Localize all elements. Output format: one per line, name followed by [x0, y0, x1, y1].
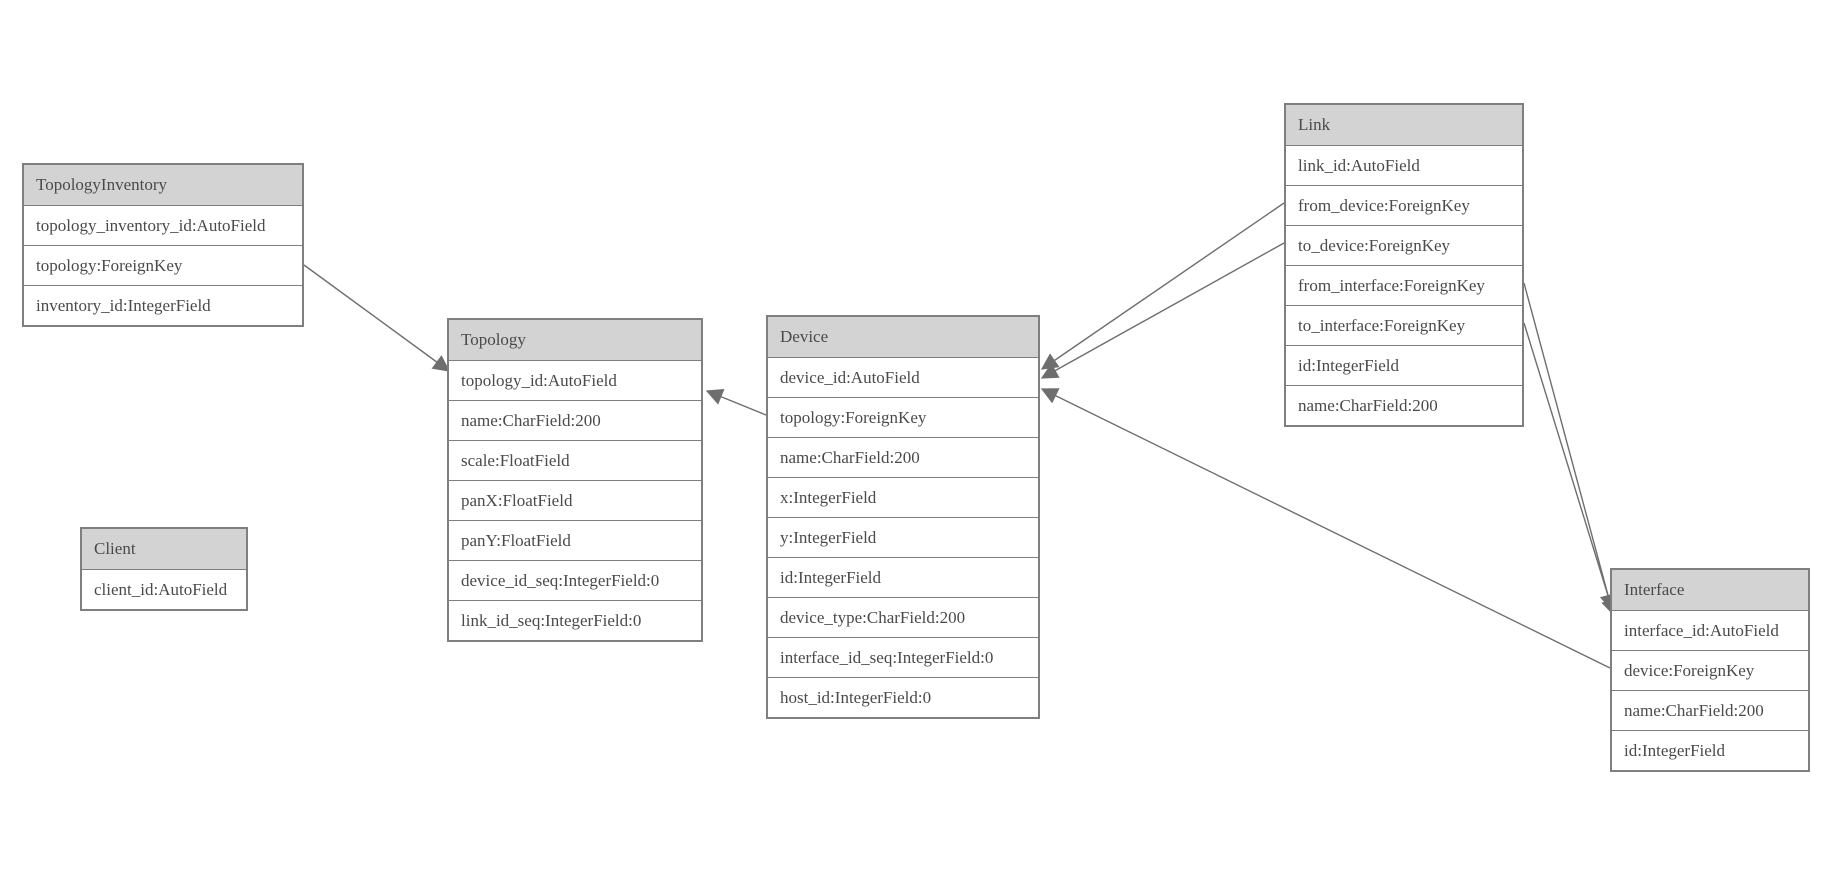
field-row: device_type:CharField:200	[768, 597, 1038, 637]
edge-link-from_interface-to-interface	[1523, 282, 1617, 612]
field-row: y:IntegerField	[768, 517, 1038, 557]
field-row: x:IntegerField	[768, 477, 1038, 517]
field-row: name:CharField:200	[449, 400, 701, 440]
field-row: name:CharField:200	[1286, 385, 1522, 425]
entity-title: TopologyInventory	[24, 165, 302, 205]
field-row: device_id:AutoField	[768, 357, 1038, 397]
field-row: topology:ForeignKey	[24, 245, 302, 285]
field-row: panY:FloatField	[449, 520, 701, 560]
field-row: to_interface:ForeignKey	[1286, 305, 1522, 345]
edge-topologyinventory-topology-to-topology	[303, 264, 451, 372]
entity-title: Topology	[449, 320, 701, 360]
edge-link-to_device-to-device	[1040, 242, 1285, 379]
field-row: device_id_seq:IntegerField:0	[449, 560, 701, 600]
field-row: link_id_seq:IntegerField:0	[449, 600, 701, 640]
field-row: panX:FloatField	[449, 480, 701, 520]
field-row: host_id:IntegerField:0	[768, 677, 1038, 717]
field-row: topology:ForeignKey	[768, 397, 1038, 437]
entity-title: Link	[1286, 105, 1522, 145]
edge-interface-device-to-device	[1040, 388, 1611, 669]
field-row: interface_id_seq:IntegerField:0	[768, 637, 1038, 677]
field-row: topology_id:AutoField	[449, 360, 701, 400]
field-row: from_device:ForeignKey	[1286, 185, 1522, 225]
field-row: id:IntegerField	[1612, 730, 1808, 770]
field-row: inventory_id:IntegerField	[24, 285, 302, 325]
field-row: name:CharField:200	[1612, 690, 1808, 730]
field-row: name:CharField:200	[768, 437, 1038, 477]
field-row: topology_inventory_id:AutoField	[24, 205, 302, 245]
entity-title: Client	[82, 529, 246, 569]
field-row: id:IntegerField	[768, 557, 1038, 597]
field-row: interface_id:AutoField	[1612, 610, 1808, 650]
entity-title: Interface	[1612, 570, 1808, 610]
field-row: client_id:AutoField	[82, 569, 246, 609]
field-row: to_device:ForeignKey	[1286, 225, 1522, 265]
field-row: device:ForeignKey	[1612, 650, 1808, 690]
field-row: from_interface:ForeignKey	[1286, 265, 1522, 305]
edge-link-from_device-to-device	[1040, 202, 1285, 370]
field-row: scale:FloatField	[449, 440, 701, 480]
edge-device-topology-to-topology	[705, 389, 767, 416]
field-row: link_id:AutoField	[1286, 145, 1522, 185]
edge-link-to_interface-to-interface	[1523, 322, 1618, 617]
field-row: id:IntegerField	[1286, 345, 1522, 385]
entity-title: Device	[768, 317, 1038, 357]
